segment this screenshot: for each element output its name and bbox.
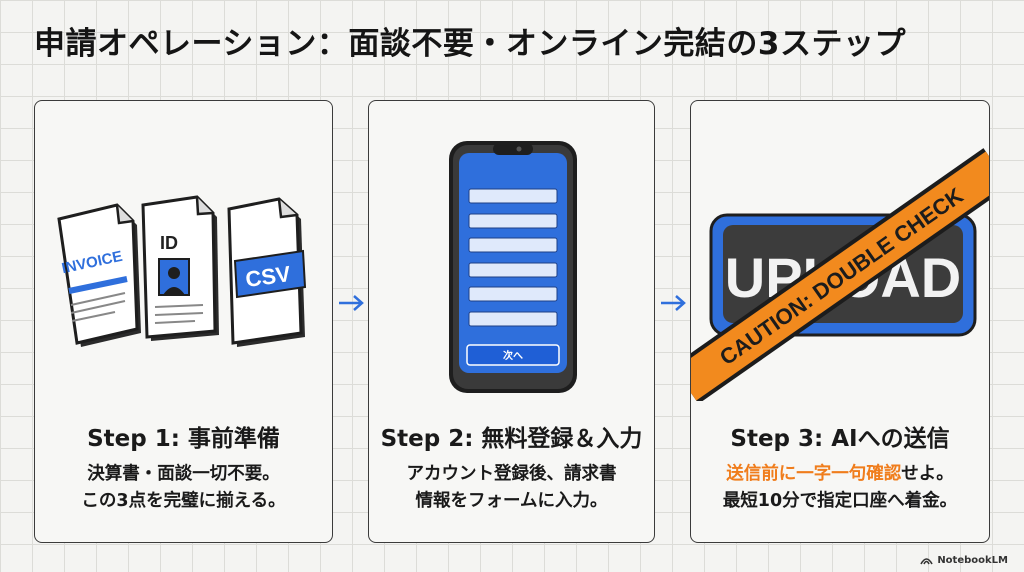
- step-2-description: アカウント登録後、請求書 情報をフォームに入力。: [369, 461, 654, 515]
- upload-caution-illustration: UPLOAD CAUTION: DOUBLE CHECK: [691, 148, 989, 401]
- next-button-label: 次へ: [503, 349, 523, 362]
- arrow-right-icon: [339, 295, 364, 311]
- notebooklm-logo-icon: [920, 558, 934, 565]
- next-button-shape: [466, 344, 560, 366]
- arrow-right-icon: [661, 295, 686, 311]
- step-2-desc-line-2: 情報をフォームに入力。: [415, 491, 608, 511]
- step-3-desc-line-1: 送信前に一字一句確認せよ。: [691, 461, 989, 488]
- step-2-heading: Step 2: 無料登録＆入力: [380, 426, 643, 452]
- step-1-desc-line-2: この3点を完璧に揃える。: [81, 491, 286, 511]
- step-2-card: 次へ Step 2: 無料登録＆入力 アカウント登録後、請求書 情報をフォームに…: [368, 100, 655, 543]
- step-1-card: INVOICE ID CSV Step 1: 事前準備: [34, 100, 333, 543]
- id-document-icon: ID: [141, 195, 219, 341]
- form-fields: [468, 188, 558, 327]
- step-2-desc-line-1: アカウント登録後、請求書: [406, 464, 617, 484]
- brand-label: NotebookLM: [937, 555, 1008, 566]
- step-1-heading: Step 1: 事前準備: [87, 426, 280, 452]
- step-3-highlight: 送信前に一字一句確認: [726, 464, 902, 484]
- step-3-heading: Step 3: AIへの送信: [730, 426, 950, 452]
- page-title: 申請オペレーション：面談不要・オンライン完結の3ステップ: [34, 26, 906, 62]
- step-3-desc-line-1-rest: せよ。: [901, 464, 954, 484]
- id-label: ID: [160, 233, 178, 253]
- phone-form-illustration: 次へ: [449, 141, 577, 393]
- brand-badge: NotebookLM: [920, 555, 1008, 566]
- invoice-document-icon: INVOICE: [57, 203, 141, 347]
- phone-notch: [493, 143, 533, 155]
- step-3-card: UPLOAD CAUTION: DOUBLE CHECK Step 3: AIへ…: [690, 100, 990, 543]
- step-1-desc-line-1: 決算書・面談一切不要。: [87, 464, 280, 484]
- documents-illustration: INVOICE ID CSV: [57, 195, 307, 347]
- csv-document-icon: CSV: [227, 197, 307, 347]
- step-1-description: 決算書・面談一切不要。 この3点を完璧に揃える。: [35, 461, 332, 515]
- step-3-desc-line-2: 最短10分で指定口座へ着金。: [722, 491, 958, 511]
- step-3-description: 送信前に一字一句確認せよ。 最短10分で指定口座へ着金。: [691, 461, 989, 515]
